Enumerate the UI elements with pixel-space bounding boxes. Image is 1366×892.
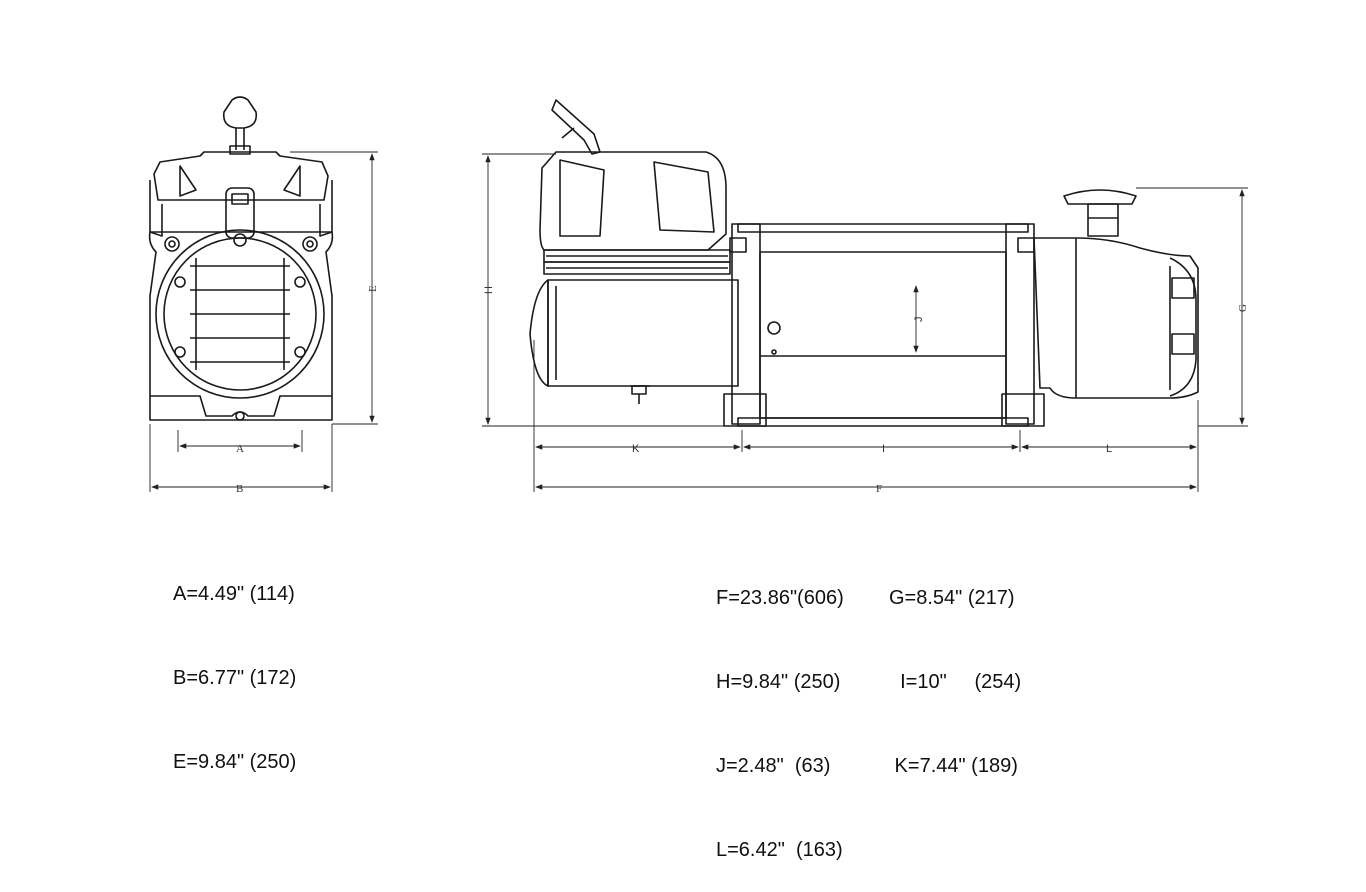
spec-I: I=10" (254)	[889, 671, 1022, 693]
dim-label-L: L	[1106, 443, 1112, 455]
dim-label-B: B	[236, 483, 243, 495]
front-spec-list: A=4.49" (114) B=6.77" (172) E=9.84" (250…	[173, 524, 296, 804]
dim-label-A: A	[236, 443, 244, 455]
dim-label-E: E	[367, 285, 379, 292]
front-view	[148, 96, 334, 421]
side-spec-list-col2: G=8.54" (217) I=10" (254) K=7.44" (189)	[889, 528, 1021, 808]
spec-E: E=9.84" (250)	[173, 751, 297, 773]
side-view	[529, 99, 1199, 427]
side-dimensions	[482, 153, 1248, 492]
spec-G: G=8.54" (217)	[889, 587, 1015, 609]
spec-J: J=2.48" (63)	[716, 755, 831, 777]
spec-B: B=6.77" (172)	[173, 667, 297, 689]
spec-L: L=6.42" (163)	[716, 839, 843, 861]
dim-label-I: I	[882, 443, 885, 455]
dim-label-G: G	[1237, 304, 1249, 312]
spec-A: A=4.49" (114)	[173, 583, 295, 605]
side-spec-list-col1: F=23.86"(606) H=9.84" (250) J=2.48" (63)…	[716, 528, 844, 892]
dim-label-J: J	[913, 317, 925, 323]
dim-label-H: H	[483, 286, 495, 294]
spec-K: K=7.44" (189)	[889, 755, 1018, 777]
dim-label-K: K	[632, 443, 640, 455]
dim-label-F: F	[876, 483, 882, 495]
spec-F: F=23.86"(606)	[716, 587, 844, 609]
technical-drawing: A B E	[148, 96, 1249, 495]
spec-H: H=9.84" (250)	[716, 671, 841, 693]
front-dimensions	[149, 151, 378, 492]
